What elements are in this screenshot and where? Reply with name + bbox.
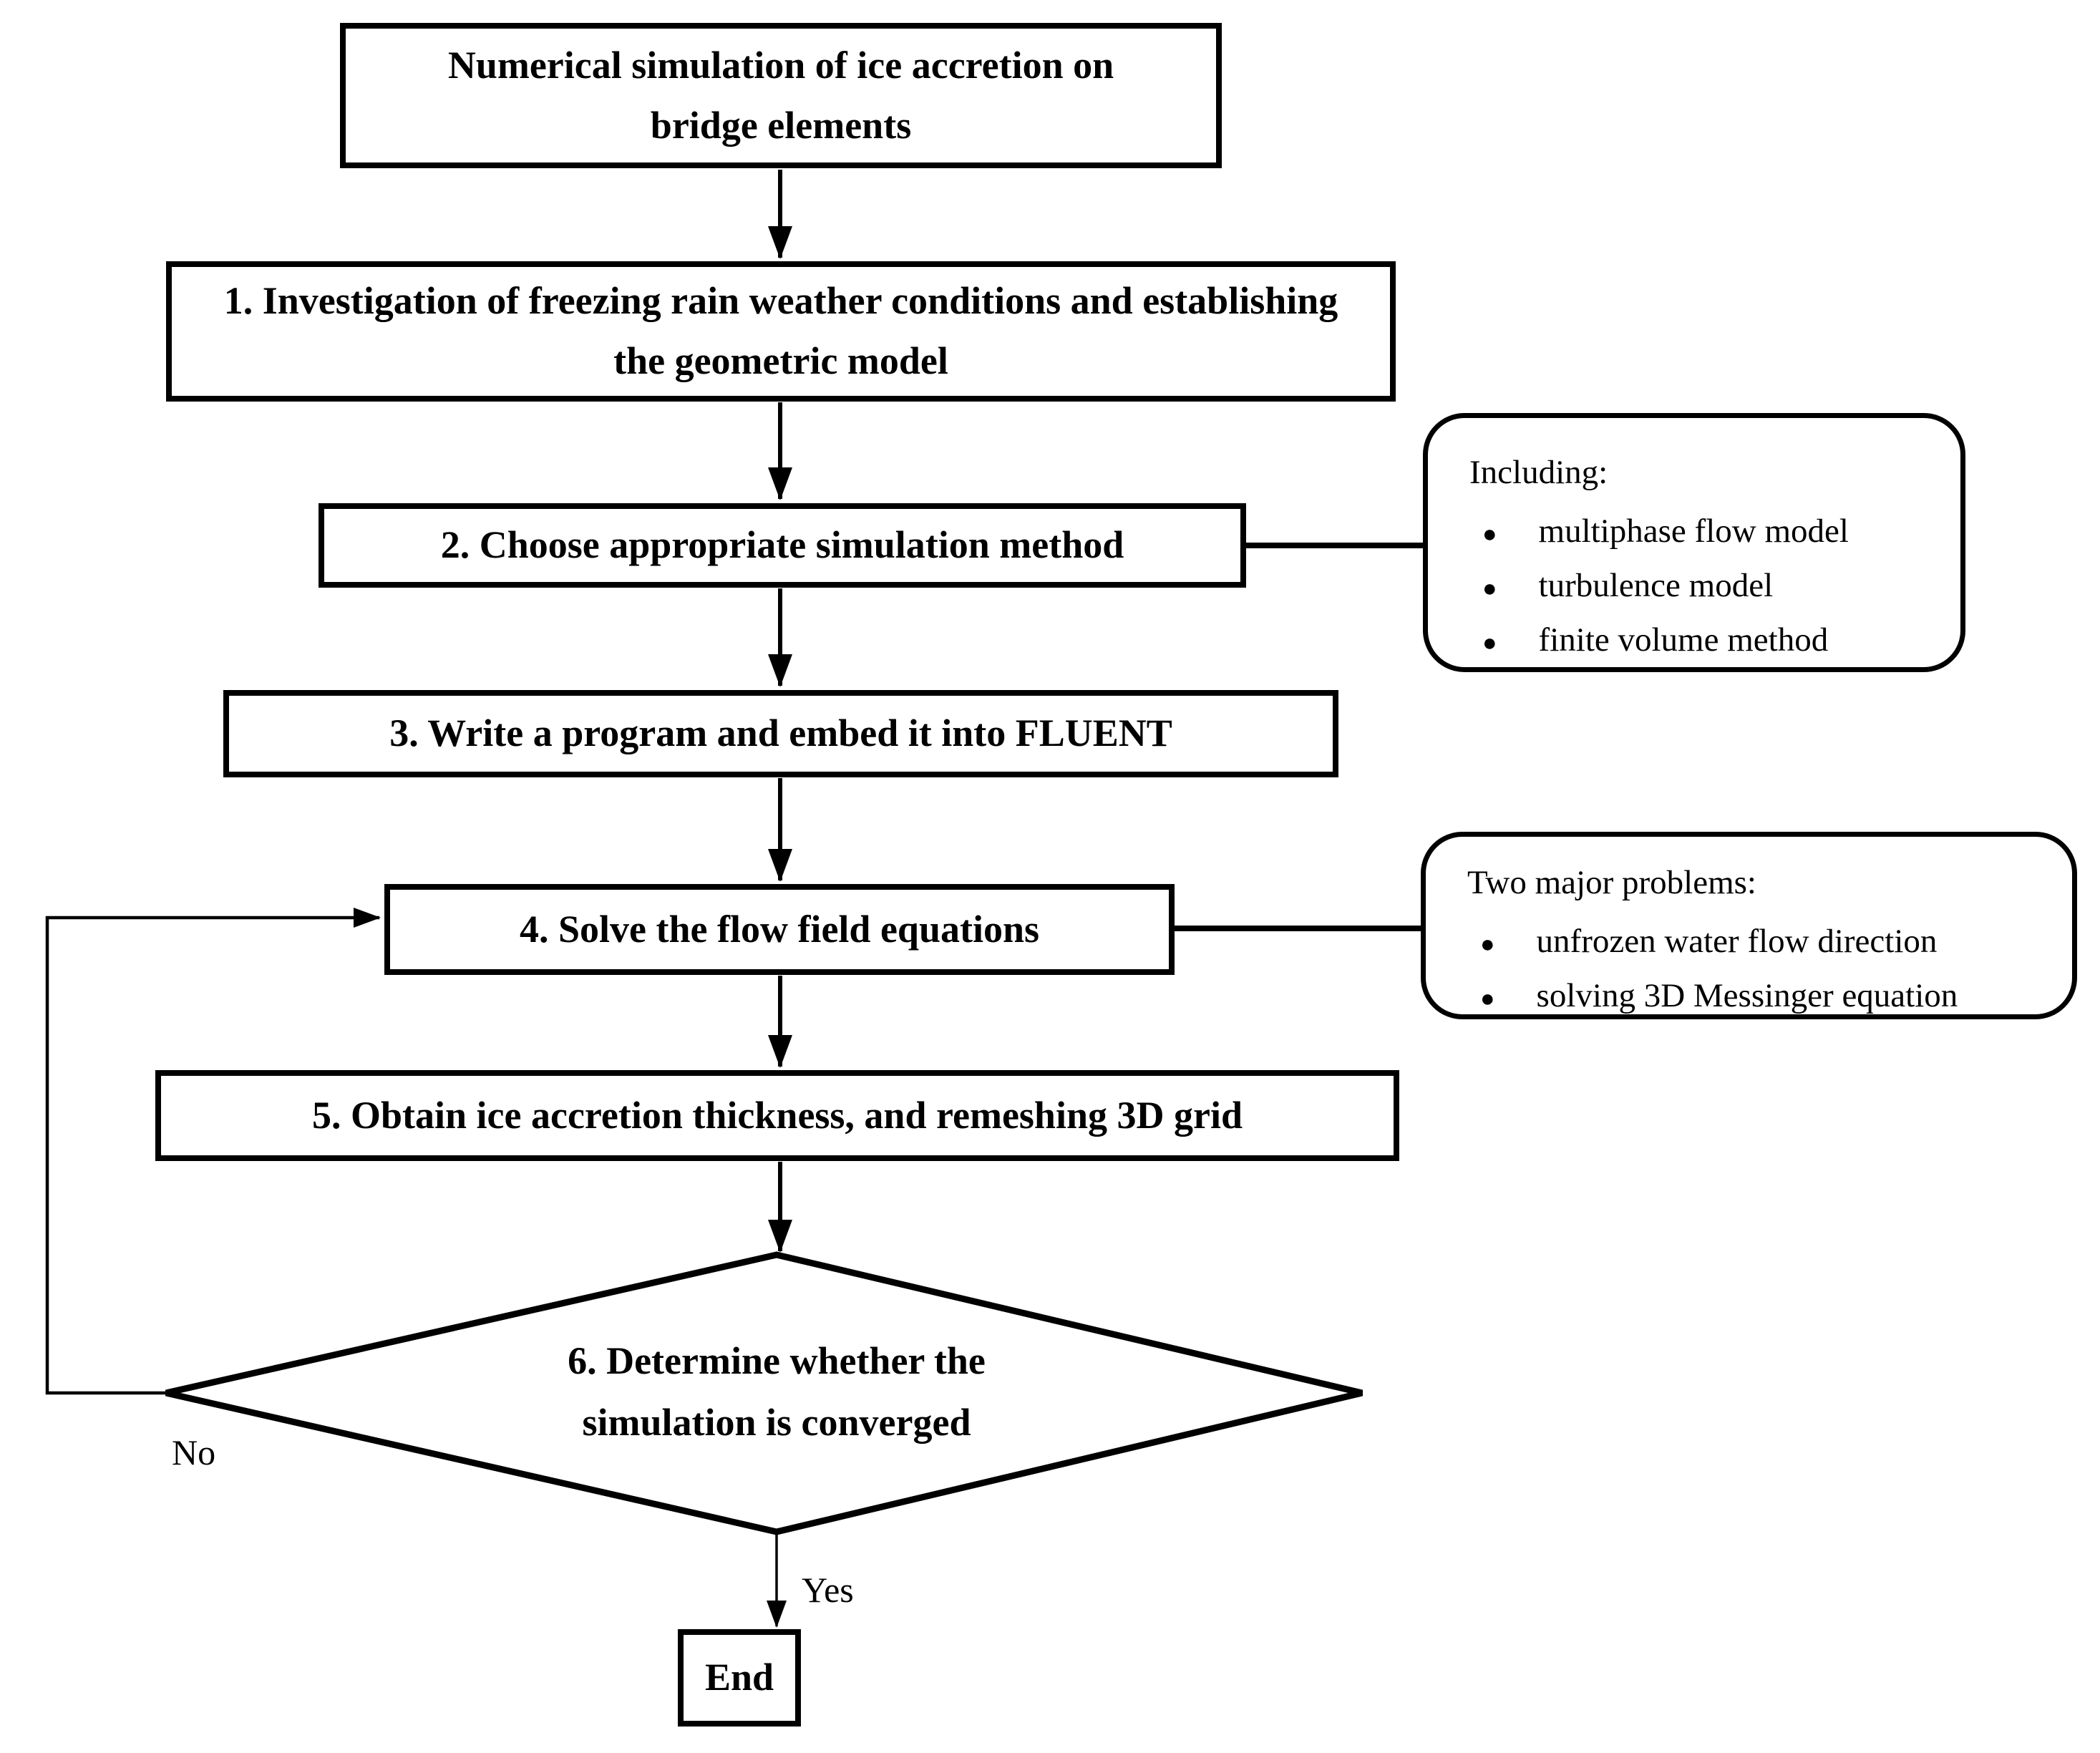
end-box: End (678, 1629, 801, 1727)
yes-branch-label: Yes (802, 1570, 854, 1610)
step4-label: 4. Solve the flow field equations (519, 907, 1040, 951)
note-problems: Two major problems: ● unfrozen water flo… (1421, 832, 2077, 1019)
step4-box: 4. Solve the flow field equations (384, 884, 1175, 975)
bullet-icon: ● (1482, 521, 1497, 548)
no-loop-line (45, 908, 381, 1395)
note-problems-item-2: solving 3D Messinger equation (1536, 977, 1958, 1015)
list-item: ● turbulence model (1469, 558, 1939, 613)
note-including-item-1: multiphase flow model (1538, 513, 1849, 550)
decision-diamond (165, 1251, 1363, 1535)
step2-box: 2. Choose appropriate simulation method (319, 503, 1246, 588)
step5-label: 5. Obtain ice accretion thickness, and r… (311, 1093, 1243, 1137)
bullet-icon: ● (1482, 576, 1497, 603)
step1-label: 1. Investigation of freezing rain weathe… (223, 279, 1338, 382)
decision-label: 6. Determine whether the simulation is c… (568, 1339, 986, 1444)
no-branch-label: No (172, 1432, 216, 1472)
step1-box: 1. Investigation of freezing rain weathe… (166, 261, 1396, 402)
bullet-icon: ● (1480, 931, 1495, 958)
step5-box: 5. Obtain ice accretion thickness, and r… (155, 1070, 1399, 1161)
title-box: Numerical simulation of ice accretion on… (340, 23, 1222, 168)
note-including-item-2: turbulence model (1538, 567, 1774, 605)
list-item: ● finite volume method (1469, 613, 1939, 667)
note-including-title: Including: (1469, 454, 1608, 491)
note-problems-item-1: unfrozen water flow direction (1536, 923, 1938, 961)
bullet-icon: ● (1480, 986, 1495, 1013)
note-including-item-3: finite volume method (1538, 621, 1829, 659)
note-including-list: ● multiphase flow model ● turbulence mod… (1469, 504, 1939, 667)
list-item: ● unfrozen water flow direction (1467, 914, 2051, 968)
note-problems-title: Two major problems: (1467, 864, 1756, 901)
note-including: Including: ● multiphase flow model ● tur… (1423, 413, 1965, 672)
step3-box: 3. Write a program and embed it into FLU… (223, 690, 1338, 777)
title-box-label: Numerical simulation of ice accretion on… (447, 43, 1114, 147)
note-problems-list: ● unfrozen water flow direction ● solvin… (1467, 914, 2051, 1023)
list-item: ● solving 3D Messinger equation (1467, 968, 2051, 1023)
step3-label: 3. Write a program and embed it into FLU… (389, 712, 1172, 755)
step2-label: 2. Choose appropriate simulation method (440, 523, 1124, 567)
bullet-icon: ● (1482, 630, 1497, 657)
end-box-label: End (704, 1656, 774, 1699)
list-item: ● multiphase flow model (1469, 504, 1939, 558)
